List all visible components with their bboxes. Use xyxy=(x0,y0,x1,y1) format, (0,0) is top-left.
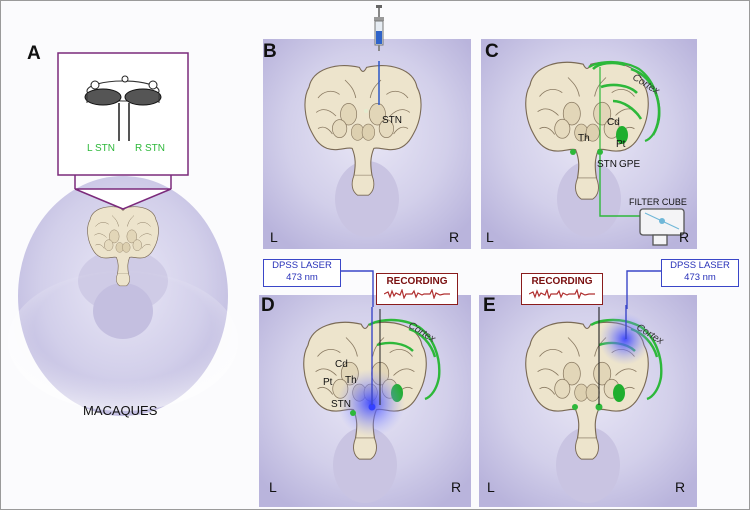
panel-e: E Cortex L R xyxy=(479,295,697,507)
recording-label: RECORDING xyxy=(377,276,457,287)
cd-label: Cd xyxy=(607,117,620,128)
laser-label: DPSS LASER xyxy=(264,260,340,272)
cd-label: Cd xyxy=(335,359,348,370)
left-side-label: L xyxy=(270,229,278,245)
recording-box-e: RECORDING xyxy=(521,273,603,305)
right-side-label: R xyxy=(449,229,459,245)
pt-label: Pt xyxy=(616,139,625,150)
left-side-label: L xyxy=(487,479,495,495)
laser-wavelength: 473 nm xyxy=(264,272,340,284)
laser-connector-d xyxy=(341,267,377,307)
panel-c-letter: C xyxy=(485,41,499,63)
right-side-label: R xyxy=(679,229,689,245)
th-label: Th xyxy=(578,133,590,144)
filter-cube-label: FILTER CUBE xyxy=(629,197,687,207)
laser-wavelength: 473 nm xyxy=(662,272,738,284)
panel-b: B STN L R xyxy=(263,39,471,249)
laser-box-d: DPSS LASER 473 nm xyxy=(263,259,341,287)
panel-a-letter: A xyxy=(27,43,41,65)
pt-label: Pt xyxy=(323,377,332,388)
laser-connector-e xyxy=(625,269,665,309)
stn-label: STN xyxy=(331,399,351,410)
laser-box-e: DPSS LASER 473 nm xyxy=(661,259,739,287)
stn-label: STN xyxy=(382,115,402,126)
right-side-label: R xyxy=(451,479,461,495)
r-stn-label: R STN xyxy=(135,143,165,154)
panel-d-letter: D xyxy=(261,295,275,317)
panel-a: A L STN R STN MACAQUES xyxy=(7,41,239,481)
right-side-label: R xyxy=(675,479,685,495)
spike-trace-icon xyxy=(384,289,450,299)
panel-e-letter: E xyxy=(483,295,496,317)
syringe-icon xyxy=(367,1,391,67)
panel-c: C Cortex Cd Th Pt STN GPE FILTER CUBE L … xyxy=(481,39,697,249)
stn-label: STN xyxy=(597,159,617,170)
recording-label: RECORDING xyxy=(522,276,602,287)
recording-box-d: RECORDING xyxy=(376,273,458,305)
left-side-label: L xyxy=(269,479,277,495)
l-stn-label: L STN xyxy=(87,143,115,154)
spike-trace-icon xyxy=(529,289,595,299)
panel-b-letter: B xyxy=(263,41,277,63)
gpe-label: GPE xyxy=(619,159,640,170)
macaques-caption: MACAQUES xyxy=(83,403,157,418)
laser-label: DPSS LASER xyxy=(662,260,738,272)
th-label: Th xyxy=(345,375,357,386)
panel-d: D Cortex Cd Pt Th STN L R xyxy=(259,295,471,507)
left-side-label: L xyxy=(486,229,494,245)
